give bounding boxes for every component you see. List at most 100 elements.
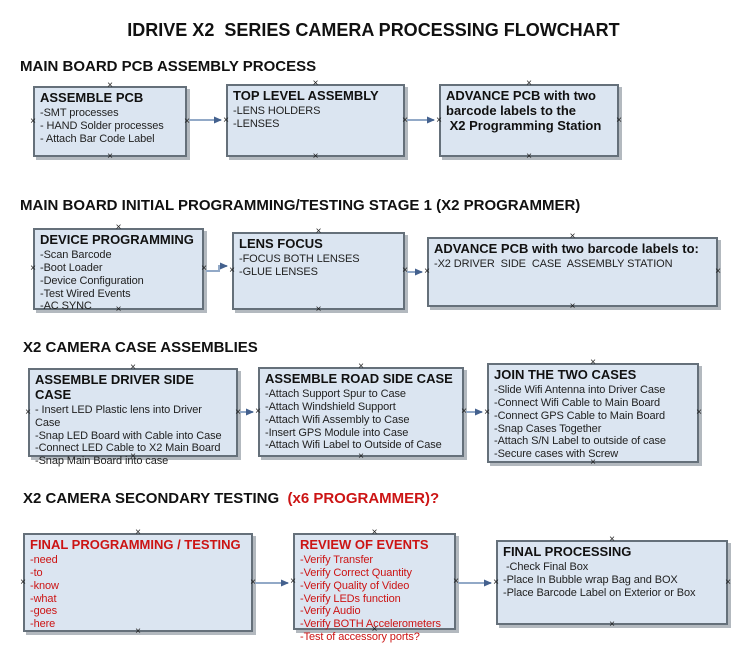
flow-box-join-the-two-cases: ×××× JOIN THE TWO CASES -Slide Wifi Ante… bbox=[484, 358, 702, 468]
connector-handle-icon: × bbox=[725, 576, 731, 588]
box-items: - Insert LED Plastic lens into Driver Ca… bbox=[35, 404, 230, 468]
box-item: - Attach Bar Code Label bbox=[40, 132, 155, 145]
box-item: -GLUE LENSES bbox=[239, 265, 318, 278]
connector-handle-icon: × bbox=[569, 301, 576, 312]
box-item: -Attach Support Spur to Case bbox=[265, 387, 406, 400]
flow-box-top-level-assembly: ×××× TOP LEVEL ASSEMBLY -LENS HOLDERS-LE… bbox=[223, 79, 408, 162]
box-item: -here bbox=[30, 618, 56, 631]
section-heading-secondary-testing: X2 CAMERA SECONDARY TESTING (x6 PROGRAMM… bbox=[23, 490, 439, 507]
box-title: DEVICE PROGRAMMING bbox=[40, 232, 194, 247]
box-title: ASSEMBLE ROAD SIDE CASE bbox=[265, 371, 453, 386]
box-item: -Insert GPS Module into Case bbox=[265, 426, 409, 439]
connector-handle-icon: × bbox=[107, 151, 113, 162]
box-items: -need-to-know-what-goes-here bbox=[30, 554, 245, 631]
box-title: ADVANCE PCB with two barcode labels to t… bbox=[446, 88, 602, 133]
connector-handle-icon: × bbox=[229, 265, 235, 276]
section-heading-text: X2 CAMERA SECONDARY TESTING bbox=[23, 490, 288, 507]
box-item: -LENS HOLDERS bbox=[233, 104, 321, 117]
flow-box-device-programming: ×××× DEVICE PROGRAMMING -Scan Barcode-Bo… bbox=[30, 223, 207, 315]
connector-handle-icon: × bbox=[250, 576, 256, 588]
box-item: -Attach Wifi Label to Outside of Case bbox=[265, 439, 442, 452]
box-item: -Test Wired Events bbox=[40, 287, 131, 300]
box-items: -LENS HOLDERS-LENSES bbox=[233, 105, 397, 131]
arrow-device-programming-to-lens-focus bbox=[206, 262, 228, 272]
box-item: -Scan Barcode bbox=[40, 248, 112, 261]
box-title: ASSEMBLE PCB bbox=[40, 90, 144, 105]
box-items: -SMT processes- HAND Solder processes- A… bbox=[40, 107, 179, 146]
box-item: -Verify Correct Quantity bbox=[300, 566, 412, 579]
box-item: -Boot Loader bbox=[40, 261, 103, 274]
section-heading-text: X2 CAMERA CASE ASSEMBLIES bbox=[23, 339, 258, 356]
box-title: ADVANCE PCB with two barcode labels to: bbox=[434, 241, 699, 256]
flow-box-final-programming-testing: ×××× FINAL PROGRAMMING / TESTING -need-t… bbox=[20, 528, 256, 637]
box-item: -LENSES bbox=[233, 117, 280, 130]
box-items: -Slide Wifi Antenna into Driver Case-Con… bbox=[494, 384, 691, 461]
flow-box-review-of-events: ×××× REVIEW OF EVENTS -Verify Transfer-V… bbox=[290, 528, 459, 644]
connector-handle-icon: × bbox=[616, 114, 622, 126]
box-title: JOIN THE TWO CASES bbox=[494, 367, 637, 382]
section-heading-text: MAIN BOARD PCB ASSEMBLY PROCESS bbox=[20, 58, 317, 75]
connector-handle-icon: × bbox=[255, 406, 261, 417]
flow-box-assemble-road-side-case: ×××× ASSEMBLE ROAD SIDE CASE -Attach Sup… bbox=[255, 362, 467, 462]
section-heading-red-suffix: (x6 PROGRAMMER)? bbox=[287, 490, 440, 507]
connector-handle-icon: × bbox=[493, 576, 499, 588]
flow-box-assemble-pcb: ×××× ASSEMBLE PCB -SMT processes- HAND S… bbox=[30, 81, 190, 162]
box-item: -need bbox=[30, 553, 58, 566]
connector-handle-icon: × bbox=[20, 576, 26, 588]
page-title: IDRIVE X2 SERIES CAMERA PROCESSING FLOWC… bbox=[127, 20, 620, 40]
connector-handle-icon: × bbox=[223, 114, 229, 126]
connector-handle-icon: × bbox=[715, 266, 721, 277]
connector-handle-icon: × bbox=[235, 406, 241, 418]
box-item: -Attach S/N Label to outside of case bbox=[494, 435, 666, 448]
connector-handle-icon: × bbox=[312, 151, 319, 162]
box-item: -Attach Wifi Assembly to Case bbox=[265, 413, 410, 426]
box-item: -Snap Main Board into case bbox=[35, 455, 169, 468]
box-item: -Verify BOTH Accelerometers bbox=[300, 618, 441, 631]
box-item: -SMT processes bbox=[40, 106, 119, 119]
section-heading-case-assemblies: X2 CAMERA CASE ASSEMBLIES bbox=[23, 339, 258, 356]
box-title: REVIEW OF EVENTS bbox=[300, 537, 429, 552]
box-item: -Connect LED Cable to X2 Main Board bbox=[35, 442, 221, 455]
connector-handle-icon: × bbox=[424, 266, 430, 277]
connector-handle-icon: × bbox=[696, 407, 702, 418]
box-title: LENS FOCUS bbox=[239, 236, 323, 251]
box-item: -know bbox=[30, 579, 59, 592]
flow-box-final-processing: ×××× FINAL PROCESSING -Check Final Box-P… bbox=[493, 535, 731, 630]
box-item: -Connect Wifi Cable to Main Board bbox=[494, 396, 661, 409]
flow-box-advance-pcb-case-assembly-station: ×××× ADVANCE PCB with two barcode labels… bbox=[424, 232, 721, 312]
flow-box-assemble-driver-side-case: ×××× ASSEMBLE DRIVER SIDE CASE - Insert … bbox=[25, 363, 241, 468]
connector-handle-icon: × bbox=[25, 406, 31, 418]
box-item: -Verify Transfer bbox=[300, 553, 373, 566]
box-item: -Secure cases with Screw bbox=[494, 448, 619, 461]
connector-handle-icon: × bbox=[358, 451, 364, 462]
connector-handle-icon: × bbox=[184, 115, 190, 127]
box-item: -Snap LED Board with Cable into Case bbox=[35, 429, 222, 442]
box-title: TOP LEVEL ASSEMBLY bbox=[233, 88, 379, 103]
box-item: -Slide Wifi Antenna into Driver Case bbox=[494, 383, 666, 396]
flow-box-advance-pcb-programming-station: ×××× ADVANCE PCB with two barcode labels… bbox=[436, 79, 622, 162]
box-item: - HAND Solder processes bbox=[40, 119, 164, 132]
box-item: -Place Barcode Label on Exterior or Box bbox=[503, 586, 696, 599]
box-item: -goes bbox=[30, 605, 58, 618]
box-item: -Verify Audio bbox=[300, 605, 361, 618]
connector-handle-icon: × bbox=[402, 265, 408, 276]
box-item: -Place In Bubble wrap Bag and BOX bbox=[503, 573, 678, 586]
box-title: FINAL PROGRAMMING / TESTING bbox=[30, 537, 241, 552]
section-heading-initial-programming: MAIN BOARD INITIAL PROGRAMMING/TESTING S… bbox=[20, 197, 580, 214]
flow-box-lens-focus: ×××× LENS FOCUS -FOCUS BOTH LENSES-GLUE … bbox=[229, 227, 408, 315]
box-items: -Attach Support Spur to Case-Attach Wind… bbox=[265, 388, 456, 452]
connector-handle-icon: × bbox=[609, 619, 615, 630]
connector-handle-icon: × bbox=[526, 151, 532, 162]
box-item: -Check Final Box bbox=[503, 560, 589, 573]
section-heading-pcb-assembly: MAIN BOARD PCB ASSEMBLY PROCESS bbox=[20, 58, 316, 75]
connector-handle-icon: × bbox=[436, 114, 442, 126]
box-items: -Check Final Box-Place In Bubble wrap Ba… bbox=[503, 561, 720, 600]
connector-handle-icon: × bbox=[484, 407, 490, 418]
box-item: -X2 DRIVER SIDE CASE ASSEMBLY STATION bbox=[434, 257, 673, 270]
box-item: -AC SYNC bbox=[40, 300, 92, 313]
connector-handle-icon: × bbox=[461, 406, 467, 417]
box-item: -Snap Cases Together bbox=[494, 422, 602, 435]
box-title: FINAL PROCESSING bbox=[503, 544, 632, 559]
connector-handle-icon: × bbox=[315, 304, 322, 315]
